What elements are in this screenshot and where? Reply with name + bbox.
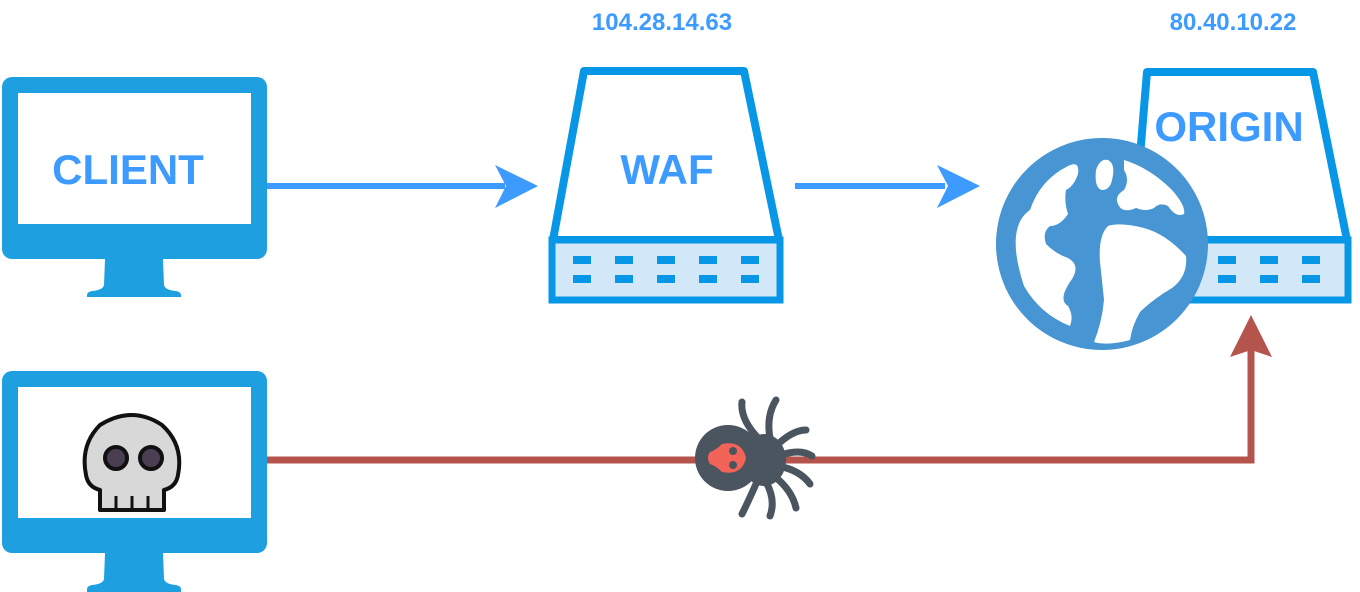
waf-server[interactable]: WAF (548, 67, 784, 304)
edge-attacker-to-origin (267, 315, 1272, 464)
arrow-head-icon (1230, 315, 1272, 357)
spider-icon (695, 396, 816, 520)
client-monitor[interactable]: CLIENT (2, 77, 267, 297)
edge-line (267, 345, 1255, 464)
client-monitor-stand (87, 259, 181, 297)
attacker-monitor[interactable] (2, 371, 267, 592)
client-monitor-screen (18, 93, 251, 224)
edge-client-to-waf (267, 165, 538, 208)
arrow-head-icon (495, 165, 538, 208)
arrow-head-icon (937, 165, 980, 208)
globe-icon (996, 138, 1208, 350)
attacker-monitor-stand (87, 553, 181, 592)
client-label: CLIENT (52, 146, 204, 193)
skull-icon (82, 413, 182, 512)
origin-ip-label: 80.40.10.22 (1170, 9, 1297, 36)
waf-ip-label: 104.28.14.63 (592, 9, 732, 36)
origin-label: ORIGIN (1154, 103, 1303, 150)
edge-waf-to-origin (795, 165, 980, 208)
waf-label: WAF (620, 146, 713, 193)
origin-server-leds (1218, 256, 1320, 283)
waf-server-panel (548, 236, 784, 304)
waf-server-leds (573, 256, 759, 283)
